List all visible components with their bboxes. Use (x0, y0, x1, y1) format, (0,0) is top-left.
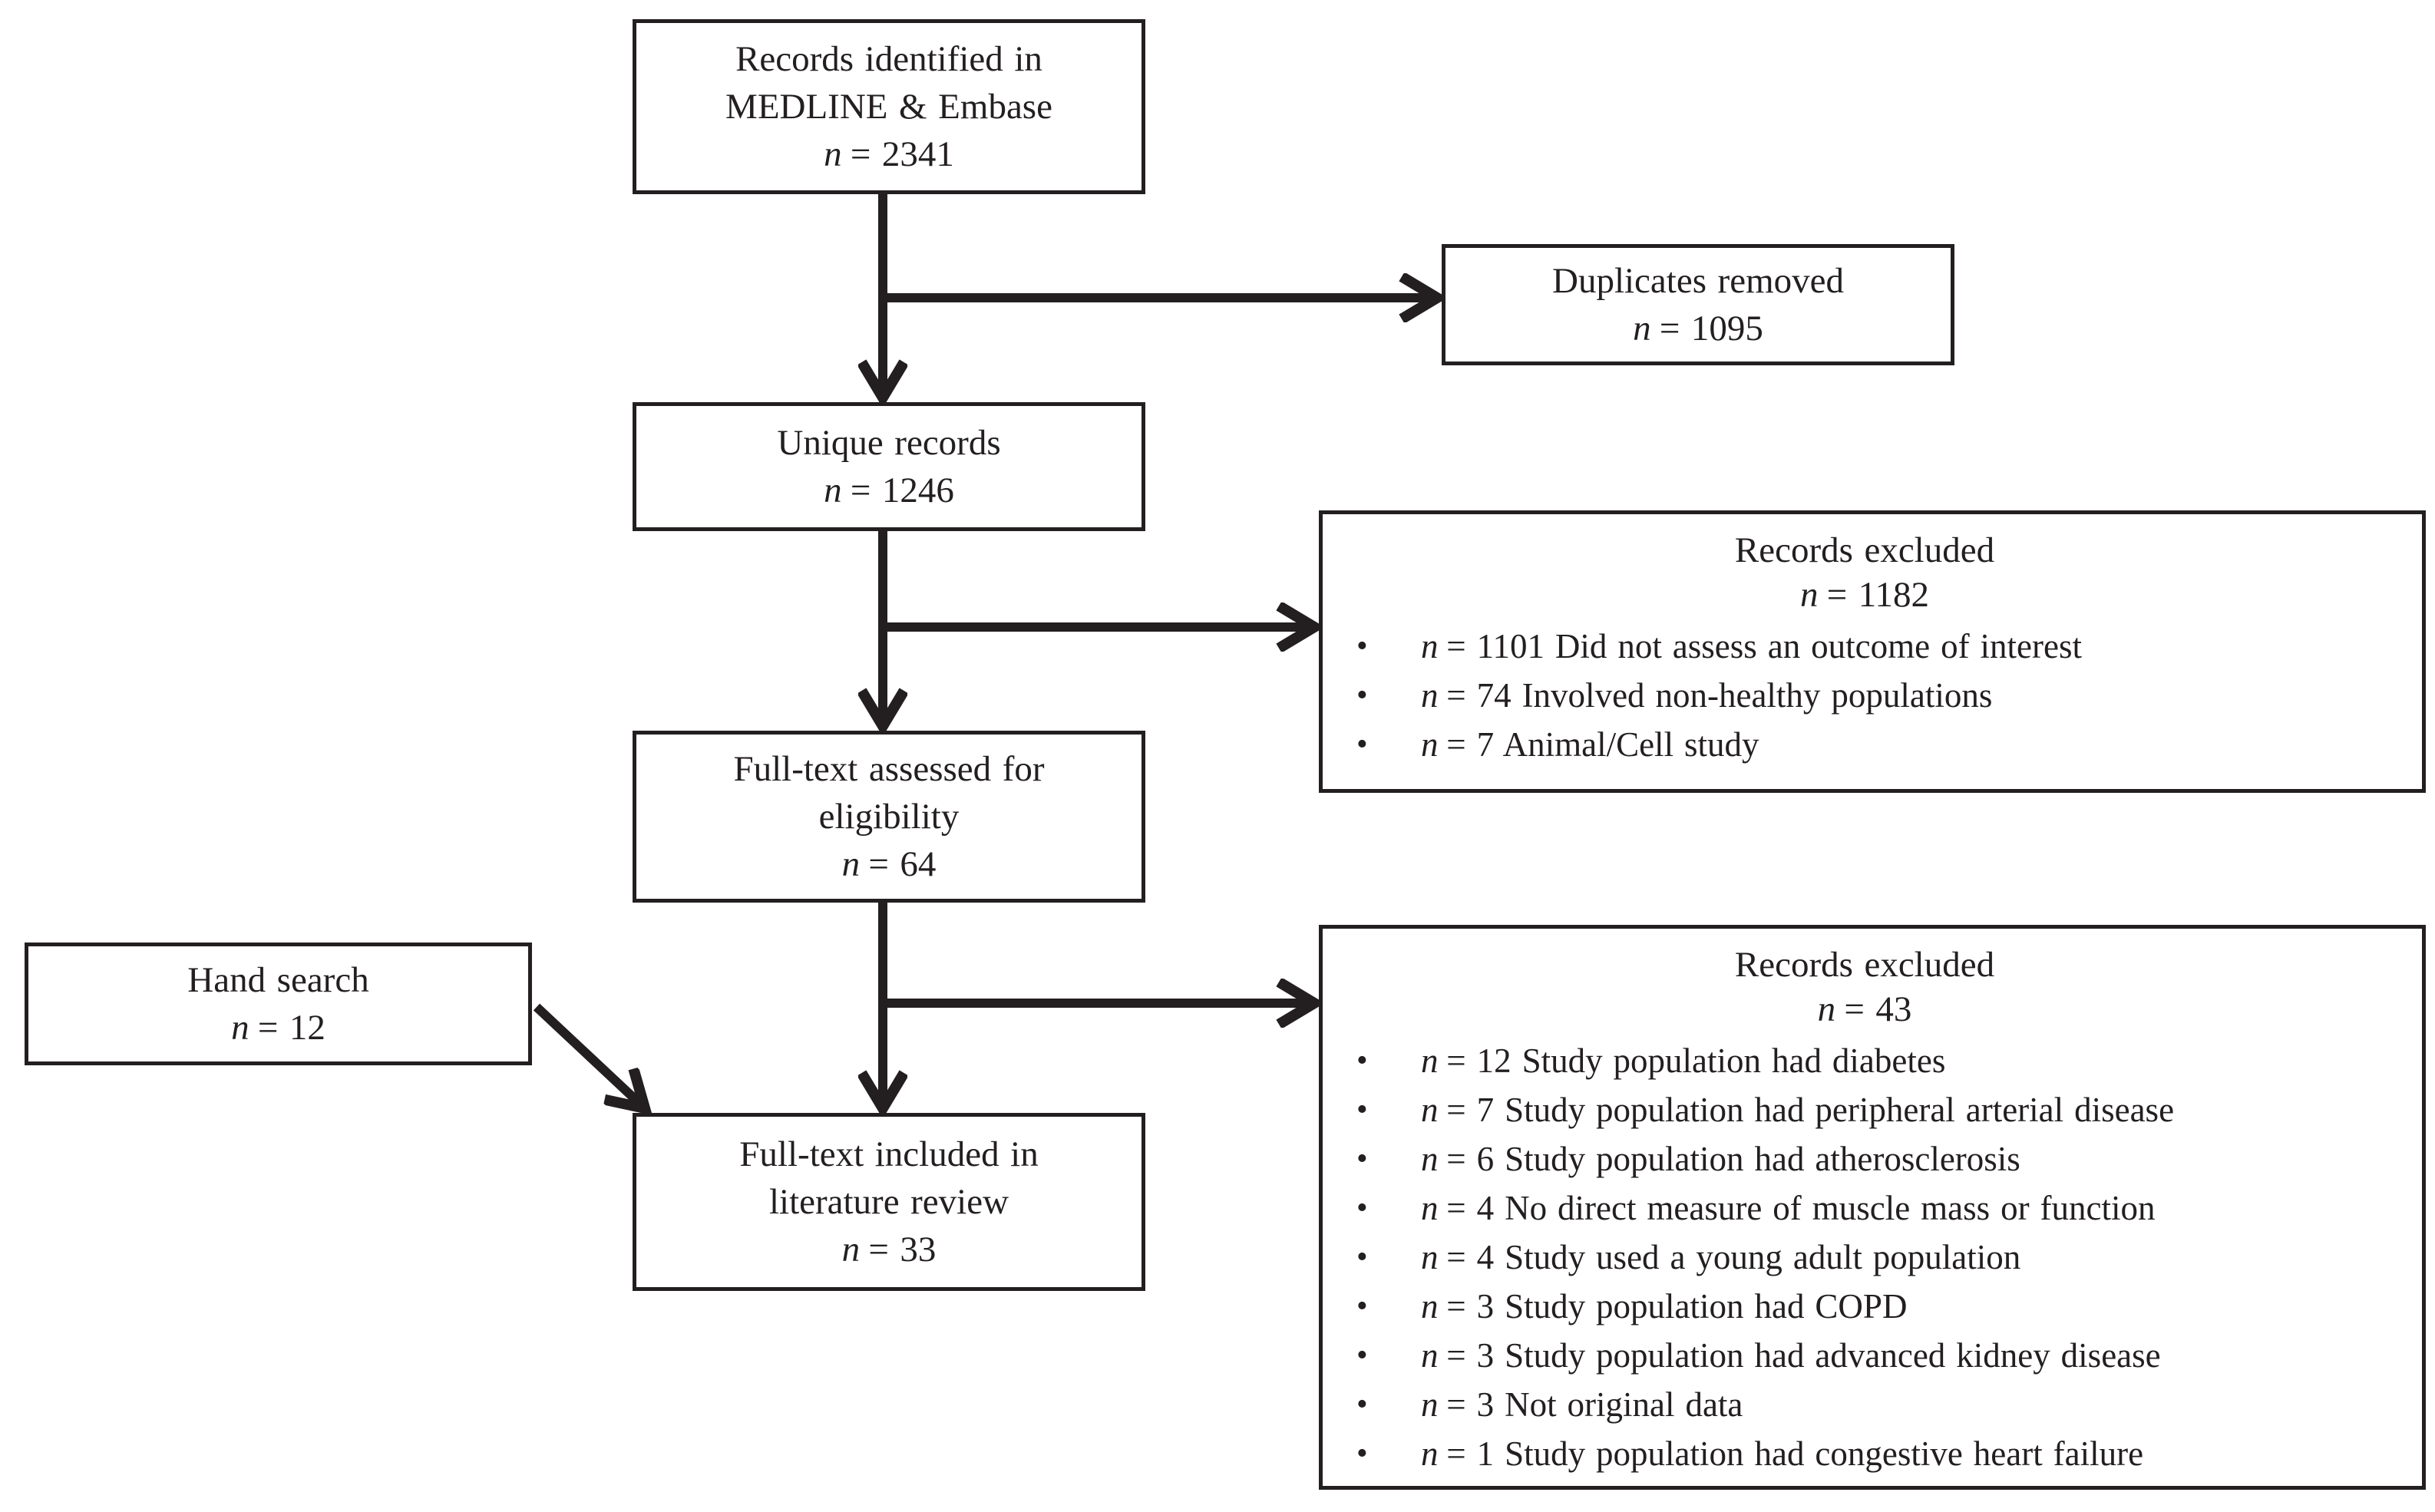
exclusion-reason-list: n= 1101 Did not assess an outcome of int… (1323, 622, 2407, 769)
exclusion-reason: n= 4 No direct measure of muscle mass or… (1323, 1184, 2407, 1233)
exclusion-reason: n= 1 Study population had congestive hea… (1323, 1429, 2407, 1478)
exclusion-reason: n= 7 Animal/Cell study (1323, 720, 2407, 769)
count-line: n= 43 (1817, 989, 1912, 1029)
arrow-handsearch-to-included (533, 1003, 645, 1108)
box-title: Hand search (187, 960, 369, 1000)
box-title: Duplicates removed (1552, 261, 1844, 301)
count-line: n= 64 (841, 844, 937, 884)
exclusion-reason: n= 4 Study used a young adult population (1323, 1233, 2407, 1282)
box-title: Unique records (777, 423, 1001, 463)
exclusion-reason: n= 12 Study population had diabetes (1323, 1036, 2407, 1085)
box-unique-records: Unique records n= 1246 (633, 402, 1145, 531)
exclusion-reason: n= 3 Study population had COPD (1323, 1282, 2407, 1331)
exclusion-reason: n= 6 Study population had atherosclerosi… (1323, 1134, 2407, 1184)
box-records-excluded-fulltext: Records excluded n= 43 n= 12 Study popul… (1319, 925, 2426, 1490)
box-title: Records excluded (1734, 530, 1995, 570)
count-line: n= 2341 (824, 134, 954, 174)
count-line: n= 12 (231, 1008, 325, 1048)
exclusion-reason: n= 7 Study population had peripheral art… (1323, 1085, 2407, 1134)
count-line: n= 33 (841, 1230, 937, 1269)
box-hand-search: Hand search n= 12 (25, 943, 532, 1065)
exclusion-reason: n= 74 Involved non-healthy populations (1323, 671, 2407, 720)
count-line: n= 1182 (1799, 575, 1930, 615)
exclusion-reason: n= 1101 Did not assess an outcome of int… (1323, 622, 2407, 671)
exclusion-reason: n= 3 Study population had advanced kidne… (1323, 1331, 2407, 1380)
count-line: n= 1246 (824, 470, 954, 510)
box-title: Records excluded (1734, 945, 1995, 985)
count-line: n= 1095 (1633, 309, 1763, 348)
box-records-excluded-screening: Records excluded n= 1182 n= 1101 Did not… (1319, 510, 2426, 793)
box-duplicates-removed: Duplicates removed n= 1095 (1442, 244, 1954, 365)
exclusion-reason: n= 3 Not original data (1323, 1380, 2407, 1429)
exclusion-reason-list: n= 12 Study population had diabetes n= 7… (1323, 1036, 2407, 1478)
